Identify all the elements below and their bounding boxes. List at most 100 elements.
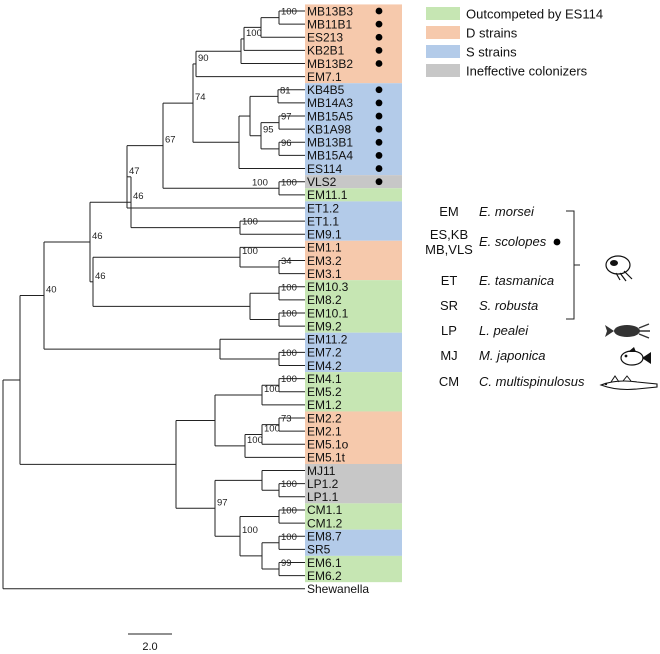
group-band-green <box>305 503 402 530</box>
bootstrap-value: 100 <box>281 532 297 543</box>
leaf-label: EM8.2 <box>307 293 342 307</box>
dot-marker <box>375 7 383 15</box>
bootstrap-value: 100 <box>242 246 258 257</box>
leaf-label: EM9.1 <box>307 228 342 242</box>
bootstrap-value: 100 <box>246 28 262 39</box>
bootstrap-value: 73 <box>281 414 292 425</box>
species-name: S. robusta <box>479 298 538 313</box>
leaf-label: CM1.2 <box>307 516 343 530</box>
bobtail-squid-icon <box>605 255 633 282</box>
bootstrap-value: 40 <box>46 285 57 296</box>
leaf-label: EM5.1t <box>307 451 346 465</box>
bootstrap-value: 46 <box>95 271 106 282</box>
leaf-label: ET1.1 <box>307 214 339 228</box>
dot-marker <box>375 86 383 94</box>
bootstrap-value: 100 <box>281 348 297 359</box>
legend-swatch <box>426 45 460 58</box>
group-band-gray <box>305 463 402 504</box>
species-name: E. tasmanica <box>479 273 554 288</box>
leaf-label: CM1.1 <box>307 503 343 517</box>
bootstrap-value: 81 <box>280 85 291 96</box>
leaf-label: MB13B3 <box>307 4 353 18</box>
bootstrap-value: 67 <box>165 135 176 146</box>
dot-marker <box>375 165 383 172</box>
leaf-label: EM10.1 <box>307 306 349 320</box>
bootstrap-value: 100 <box>281 506 297 517</box>
leaf-label: EM7.1 <box>307 70 342 84</box>
leaf-label: KB1A98 <box>307 122 351 136</box>
leaf-label: EM4.1 <box>307 372 342 386</box>
group-band-green <box>305 555 402 583</box>
bootstrap-value: 96 <box>281 138 292 149</box>
group-band-green <box>305 280 402 333</box>
bootstrap-value: 100 <box>281 374 297 385</box>
group-band-blue <box>305 83 402 176</box>
bootstrap-value: 46 <box>92 231 103 242</box>
dot-marker <box>553 238 561 246</box>
bootstrap-value: 90 <box>198 53 209 64</box>
dot-marker <box>375 125 383 133</box>
dot-marker <box>375 152 383 159</box>
group-band-blue <box>305 529 402 556</box>
leaf-label: KB4B5 <box>307 83 345 97</box>
bootstrap-value: 47 <box>129 166 140 177</box>
bootstrap-value: 100 <box>264 384 280 395</box>
leaf-label: EM10.3 <box>307 280 349 294</box>
bootstrap-value: 99 <box>281 558 292 569</box>
bootstrap-value: 100 <box>281 282 297 293</box>
species-code: EM <box>439 204 459 219</box>
bootstrap-value: 100 <box>247 435 263 446</box>
leaf-label: LP1.1 <box>307 490 339 504</box>
leaf-label: SR5 <box>307 543 331 557</box>
fish-icon <box>620 347 651 366</box>
group-band-blue <box>305 332 402 373</box>
dot-marker <box>375 178 383 186</box>
leaf-label: EM2.2 <box>307 411 342 425</box>
bootstrap-value: 100 <box>281 177 297 188</box>
group-band-blue <box>305 201 402 241</box>
bootstrap-value: 100 <box>264 423 280 434</box>
dot-marker <box>375 60 383 67</box>
species-name: M. japonica <box>479 348 545 363</box>
leaf-label: LP1.2 <box>307 477 339 491</box>
leaf-label: EM3.2 <box>307 254 342 268</box>
dot-marker <box>375 33 383 41</box>
leaf-label: MJ11 <box>307 464 336 478</box>
bootstrap-value: 46 <box>133 191 144 202</box>
bootstrap-value: 100 <box>281 7 297 18</box>
group-band-green <box>305 372 402 412</box>
leaf-label: MB14A3 <box>307 96 353 110</box>
leaf-label: EM9.2 <box>307 319 342 333</box>
group-band-gray <box>305 175 402 189</box>
leaf-label: EM8.7 <box>307 530 342 544</box>
leaf-label: EM2.1 <box>307 424 342 438</box>
leaf-label: ES213 <box>307 31 343 45</box>
leaf-label: MB15A4 <box>307 149 353 163</box>
leaf-label: MB13B1 <box>307 136 353 150</box>
dot-marker <box>375 20 383 28</box>
legend-label: Outcompeted by ES114 <box>466 7 603 22</box>
species-code: SR <box>440 298 458 313</box>
legend-label: Ineffective colonizers <box>466 64 588 79</box>
species-code: LP <box>441 323 457 338</box>
leaf-label: VLS2 <box>307 175 337 189</box>
leaf-label: EM6.2 <box>307 569 342 583</box>
species-code: CM <box>439 374 459 389</box>
leaf-label: Shewanella <box>307 582 369 596</box>
legend-label: S strains <box>466 45 517 60</box>
leaf-label: EM1.1 <box>307 241 342 255</box>
species-name: L. pealei <box>479 323 529 338</box>
dot-marker <box>375 99 383 107</box>
species-name: E. scolopes <box>479 234 547 249</box>
legend-label: D strains <box>466 26 518 41</box>
group-band-orange <box>305 240 402 281</box>
species-bracket <box>566 210 580 320</box>
leaf-label: MB11B1 <box>307 17 352 31</box>
leaf-label: EM5.2 <box>307 385 342 399</box>
group-band-green <box>305 188 402 202</box>
leaf-label: EM1.2 <box>307 398 342 412</box>
bootstrap-value: 74 <box>195 92 206 103</box>
